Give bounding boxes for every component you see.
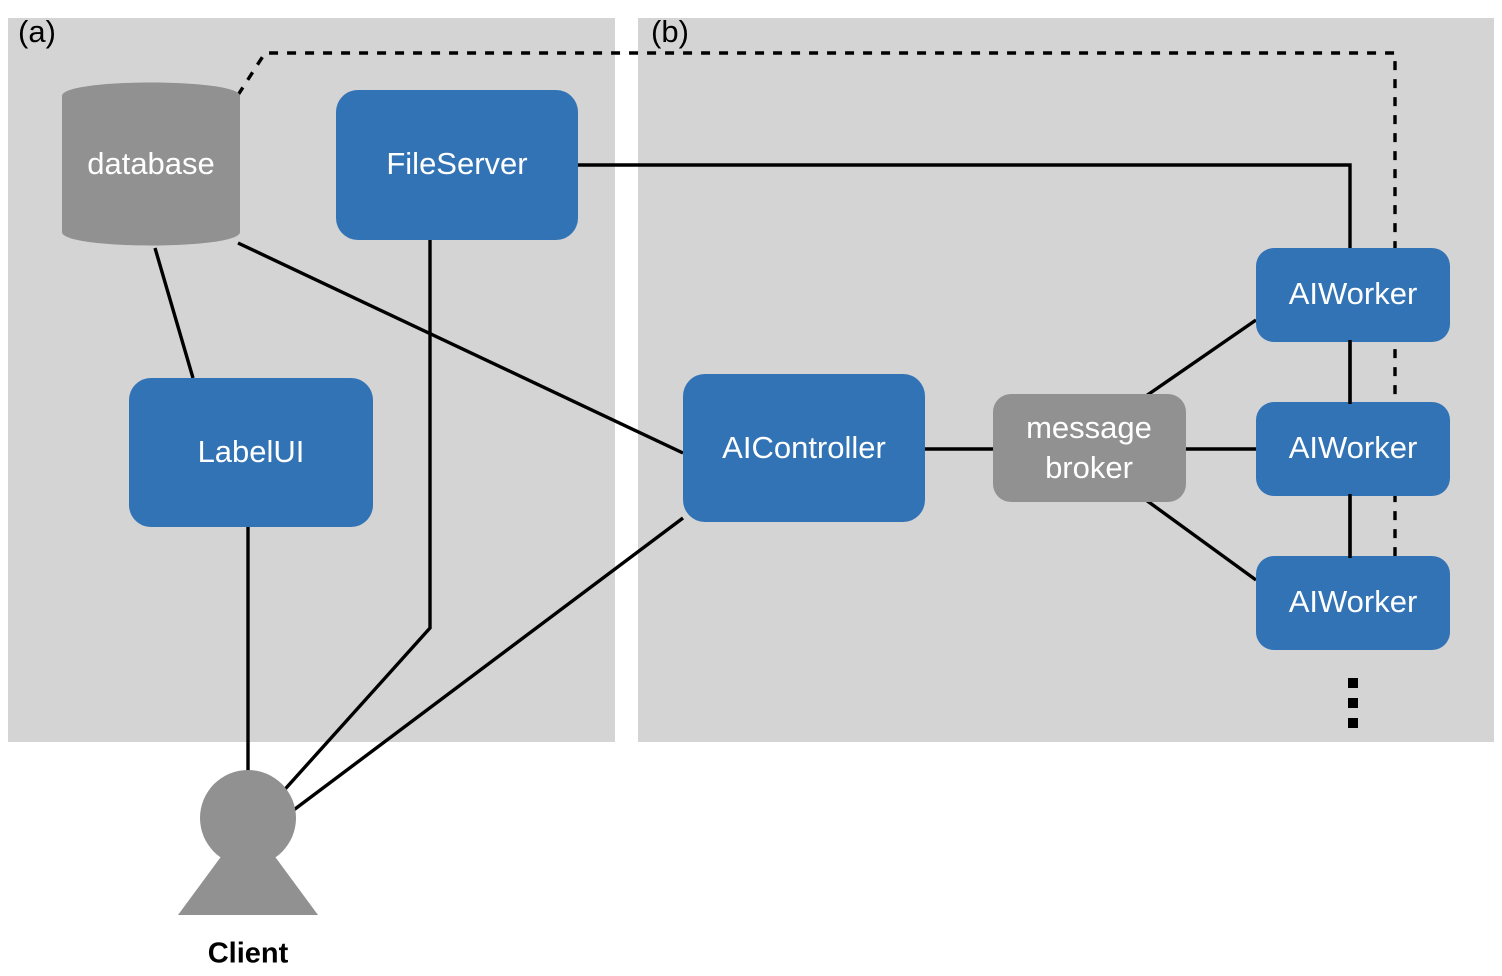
ellipsis-dot-3 [1348, 718, 1358, 728]
node-ai-worker-2[interactable]: AIWorker [1256, 402, 1450, 496]
node-ai-worker-1[interactable]: AIWorker [1256, 248, 1450, 342]
message-broker-shape [993, 394, 1186, 502]
message-broker-label-line-2: broker [1045, 450, 1133, 485]
message-broker-label-line-1: message [1026, 410, 1152, 445]
edge-messagebroker-to-aiworker3 [1145, 498, 1257, 582]
edge-database-to-labelui [153, 247, 195, 379]
label-ui-shape [129, 378, 373, 527]
node-database[interactable]: database [62, 82, 240, 246]
ai-worker-1-shape [1256, 248, 1450, 342]
node-label-ui[interactable]: LabelUI [129, 378, 373, 527]
database-cylinder-shape [62, 82, 240, 246]
ai-controller-shape [683, 374, 925, 522]
ai-worker-3-shape [1256, 556, 1450, 650]
client-body-triangle [178, 820, 318, 915]
ai-worker-1-label: AIWorker [1289, 276, 1418, 311]
client-label: Client [208, 938, 289, 970]
panel-a-label: (a) [18, 14, 56, 49]
node-message-broker[interactable]: message broker [993, 394, 1186, 502]
edge-messagebroker-to-aiworker1 [1145, 318, 1257, 398]
client-head-circle [200, 770, 296, 866]
ai-worker-2-shape [1256, 402, 1450, 496]
node-ai-worker-3[interactable]: AIWorker [1256, 556, 1450, 650]
node-ai-controller[interactable]: AIController [683, 374, 925, 522]
file-server-label: FileServer [386, 146, 527, 181]
ellipsis-dot-1 [1348, 678, 1358, 688]
file-server-shape [336, 90, 578, 240]
ai-worker-2-label: AIWorker [1289, 430, 1418, 465]
edge-database-to-aiworker3 [236, 51, 1397, 556]
ai-controller-label: AIController [722, 430, 886, 465]
panel-b-label: (b) [651, 14, 689, 49]
edge-database-to-aicontroller [237, 241, 684, 455]
ellipsis-dot-2 [1348, 698, 1358, 708]
node-file-server[interactable]: FileServer [336, 90, 578, 240]
worker-ellipsis-icon [1348, 678, 1358, 728]
ai-worker-3-label: AIWorker [1289, 584, 1418, 619]
client-actor[interactable]: Client [178, 770, 318, 970]
label-ui-label: LabelUI [198, 434, 305, 469]
edge-aicontroller-to-client [289, 516, 685, 814]
database-label: database [87, 146, 215, 181]
edge-fileserver-to-client [276, 240, 432, 799]
